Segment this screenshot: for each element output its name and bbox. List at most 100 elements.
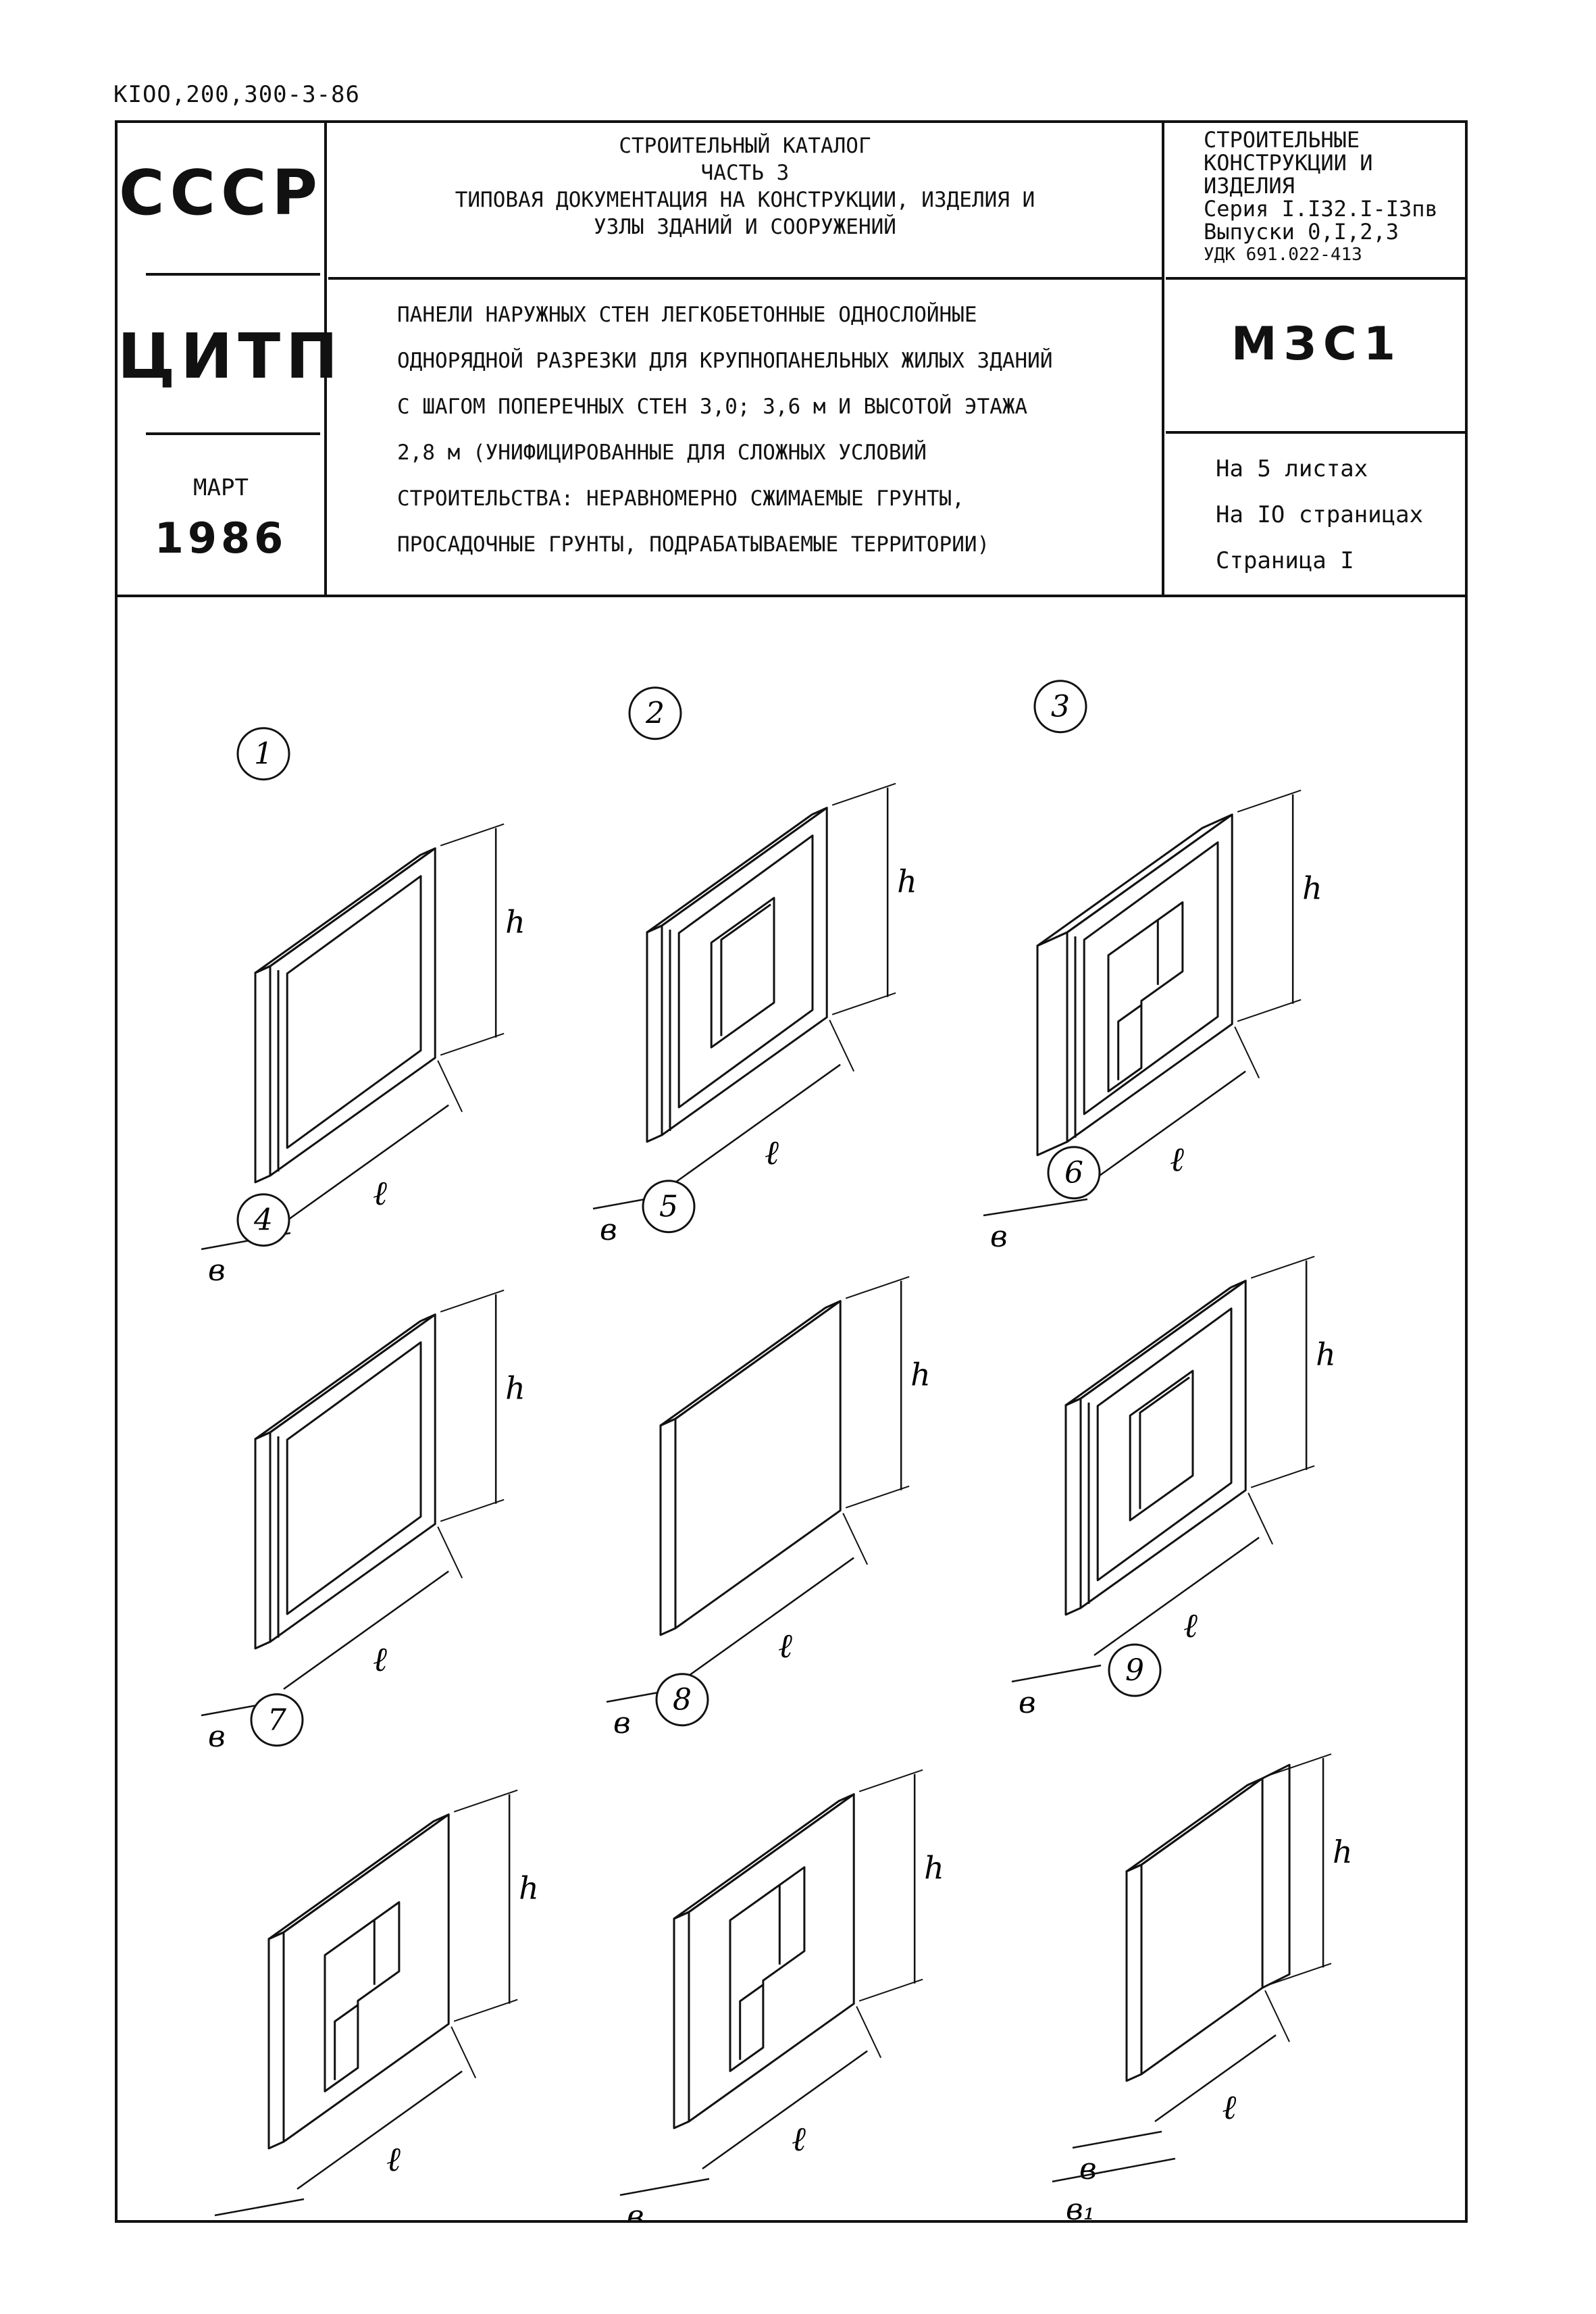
- panel-side: [254, 1431, 272, 1650]
- dim-l-line: [1093, 1536, 1260, 1657]
- panel-number: 2: [645, 697, 665, 731]
- header-divider-right: [1162, 120, 1164, 596]
- dim-h-ext: [1250, 1465, 1315, 1488]
- sheet-info: На 5 листах На IO страницах Страница I: [1216, 446, 1466, 584]
- panel-side: [659, 1417, 677, 1636]
- panel-top: [673, 1793, 855, 1920]
- dim-l-ext: [437, 1060, 463, 1113]
- panel-drawings: hℓв1hℓв2hℓв3hℓв4hℓв5hℓв6hℓв7hℓв8hℓвв₁9: [201, 680, 1353, 2220]
- series-category-1: СТРОИТЕЛЬНЫЕ: [1204, 127, 1360, 153]
- dim-h-ext: [1250, 1255, 1315, 1279]
- dim-h-ext: [1267, 1963, 1332, 1986]
- panel-number-circle: [642, 1180, 696, 1234]
- title-line: С ШАГОМ ПОПЕРЕЧНЫХ СТЕН 3,0; 3,6 м И ВЫС…: [397, 395, 1028, 419]
- right-divider-1: [1166, 277, 1468, 280]
- dim-h-ext: [440, 1032, 505, 1056]
- panel-face: [1066, 813, 1233, 1143]
- panel-face: [269, 1313, 436, 1643]
- dim-b-line: [214, 2198, 305, 2217]
- door-window-opening: [729, 1866, 806, 2072]
- catalog-subject-2: УЗЛЫ ЗДАНИЙ И СООРУЖЕНИЙ: [594, 215, 896, 239]
- dim-h-ext: [845, 1485, 910, 1509]
- panel-top: [1036, 813, 1233, 947]
- window-reveal: [720, 903, 771, 1036]
- series-block: СТРОИТЕЛЬНЫЕ КОНСТРУКЦИИ И ИЗДЕЛИЯ Серия…: [1204, 128, 1460, 266]
- panel-number-circle: [1033, 680, 1087, 734]
- dim-h-label: h: [924, 1850, 944, 1886]
- dim-l-line: [688, 1557, 854, 1677]
- panel-side: [673, 1911, 690, 2130]
- dim-l-label: ℓ: [1170, 1140, 1184, 1179]
- panel-number: 9: [1125, 1653, 1144, 1688]
- dim-h-ext: [1237, 999, 1302, 1022]
- dim-h-label: h: [505, 1370, 525, 1407]
- left-divider-2: [146, 432, 320, 435]
- catalog-title: СТРОИТЕЛЬНЫЙ КАТАЛОГ: [619, 134, 871, 158]
- panel-number: 1: [254, 737, 273, 772]
- door-reveal: [1117, 1004, 1142, 1080]
- panel-number-circle: [250, 1693, 304, 1747]
- dim-b1-line: [1052, 2157, 1176, 2183]
- door-window-opening: [1107, 901, 1184, 1092]
- dim-b-label: в: [222, 2219, 239, 2220]
- panel-rib: [1083, 841, 1219, 1115]
- panel-top: [254, 847, 436, 974]
- title-line: ПАНЕЛИ НАРУЖНЫХ СТЕН ЛЕГКОБЕТОННЫЕ ОДНОС…: [397, 303, 977, 327]
- panel-face: [282, 1813, 450, 2143]
- panel-rib: [286, 875, 422, 1149]
- dim-l-label: ℓ: [778, 1626, 792, 1665]
- dim-l-label: ℓ: [1183, 1606, 1198, 1645]
- center-divider: [328, 277, 1162, 280]
- dim-b-label: в: [208, 1719, 226, 1754]
- window-opening: [710, 897, 775, 1049]
- dim-h-ext: [845, 1276, 910, 1299]
- title-line: ОДНОРЯДНОЙ РАЗРЕЗКИ ДЛЯ КРУПНОПАНЕЛЬНЫХ …: [397, 349, 1053, 373]
- dim-l-line: [1154, 2034, 1277, 2123]
- dim-b-label: в: [990, 1219, 1008, 1254]
- panel-rib: [286, 1341, 422, 1615]
- panel-face: [269, 847, 436, 1177]
- dim-h-ext: [440, 1499, 505, 1522]
- product-mark: МЗС1: [1231, 318, 1403, 371]
- dim-l-ext: [451, 2026, 477, 2079]
- panel-rib: [1096, 1307, 1233, 1582]
- series-issues: Выпуски 0,I,2,3: [1204, 219, 1399, 245]
- right-divider-2: [1166, 431, 1468, 434]
- header-bottom-line: [115, 595, 1468, 597]
- panel-number: 3: [1051, 690, 1070, 724]
- catalog-part: ЧАСТЬ 3: [700, 161, 790, 185]
- panel-number-circle: [628, 686, 682, 740]
- dim-h-ext: [440, 1289, 505, 1313]
- sheet-count: На 5 листах: [1216, 455, 1368, 482]
- dim-l-label: ℓ: [386, 2140, 401, 2179]
- title-line: СТРОИТЕЛЬСТВА: НЕРАВНОМЕРНО СЖИМАЕМЫЕ ГР…: [397, 486, 964, 511]
- corner-return: [1262, 1763, 1291, 1989]
- dim-l-line: [702, 2050, 868, 2170]
- dim-h-label: h: [1333, 1834, 1353, 1870]
- panel-number-circle: [236, 1193, 290, 1247]
- panel-top: [254, 1313, 436, 1440]
- dim-h-label: h: [897, 863, 917, 900]
- dim-h-ext: [831, 992, 896, 1015]
- dim-h-ext: [858, 1769, 923, 1792]
- dim-l-ext: [1234, 1026, 1260, 1079]
- door-reveal: [334, 2004, 359, 2080]
- panel-number-circle: [1047, 1146, 1101, 1200]
- header-divider-left: [324, 120, 327, 596]
- dim-b-line: [1072, 2130, 1162, 2149]
- panel-number: 7: [267, 1703, 286, 1738]
- dim-l-line: [675, 1063, 841, 1184]
- panel-side: [267, 1931, 285, 2150]
- window-reveal: [1139, 1376, 1190, 1509]
- dim-b-line: [983, 1198, 1088, 1217]
- panel-face: [661, 807, 828, 1136]
- udc-code: УДК 691.022-413: [1204, 245, 1362, 265]
- panel-top: [1125, 1777, 1264, 1873]
- dim-l-line: [297, 2070, 463, 2190]
- dim-b-label: в: [208, 1253, 226, 1288]
